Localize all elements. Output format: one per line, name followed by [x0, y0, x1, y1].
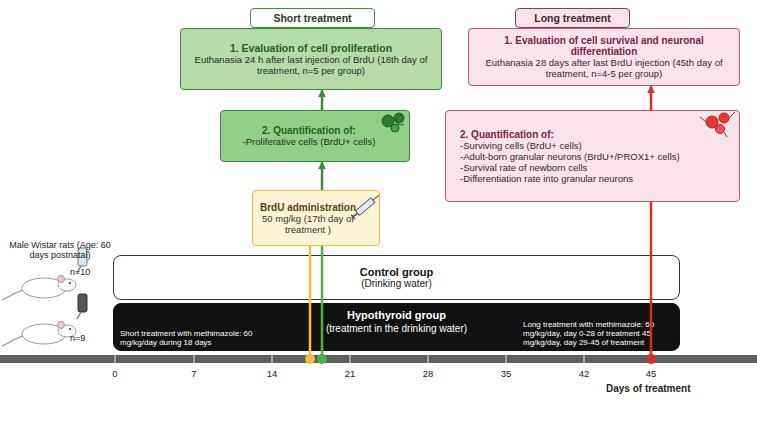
timeline-bar — [0, 355, 757, 363]
axis-tick-label: 14 — [257, 368, 287, 379]
timeline-marker-line — [309, 246, 312, 359]
node-text: 50 mg/kg (17th day of treatment ) — [259, 213, 357, 235]
node-title: Hypothyroid group — [114, 309, 679, 321]
axis-tick-label: 42 — [569, 368, 599, 379]
flow-arrow — [321, 162, 324, 190]
axis-title: Days of treatment — [606, 383, 690, 394]
tick — [583, 355, 585, 363]
node-title: 2. Quantification of: — [262, 125, 356, 136]
process-box: 2. Quantification of:-Surviving cells (B… — [445, 110, 740, 202]
flow-arrow — [321, 90, 324, 110]
rat-ear — [58, 322, 65, 329]
rat-ear — [58, 276, 65, 283]
water-bottle — [78, 294, 87, 312]
process-box: Short treatment — [250, 8, 375, 28]
rat-tail — [2, 336, 24, 346]
group-band: Hypothyroid group(treatment in the drink… — [113, 303, 680, 351]
node-text: Euthanasia 24 h after last injection of … — [194, 54, 429, 76]
rat-illustration — [2, 294, 87, 346]
cell — [382, 115, 394, 127]
flow-arrow — [650, 86, 653, 110]
group-band: Control group(Drinking water) — [113, 255, 680, 300]
tick — [349, 355, 351, 363]
syringe-needle — [373, 195, 379, 200]
timeline-marker-line — [650, 202, 653, 359]
node-title: 1. Evaluation of cell proliferation — [230, 42, 392, 54]
timeline-dot — [305, 354, 315, 364]
tick — [427, 355, 429, 363]
node-title: 1. Evaluation of cell survival and neuro… — [475, 35, 733, 57]
node-title: BrdU administration — [260, 202, 356, 213]
neuron-cells-icon — [700, 112, 735, 137]
node-text: (Drinking water) — [361, 278, 432, 289]
proliferating-cells-icon — [382, 113, 404, 132]
process-box: 1. Evaluation of cell proliferationEutha… — [180, 28, 442, 90]
node-title: 2. Quantification of: — [460, 129, 554, 140]
cell — [716, 125, 725, 134]
node-title: Control group — [360, 266, 433, 278]
tick — [114, 355, 116, 363]
process-box: 2. Quantification of:-Proliferative cell… — [220, 110, 410, 162]
annotation-label: n=9 — [70, 333, 85, 343]
node-text: -Proliferative cells (BrdU+ cells) — [243, 136, 376, 147]
node-title: Long treatment — [534, 12, 610, 24]
cell — [719, 113, 729, 123]
syringe-icon — [351, 193, 381, 219]
node-text: -Differentiation rate into granular neur… — [460, 173, 633, 184]
cycle-arrow — [396, 115, 404, 125]
timeline-ticks — [115, 355, 584, 363]
bottle-spout — [77, 312, 81, 319]
rat-tail — [2, 290, 24, 300]
axis-tick-label: 35 — [491, 368, 521, 379]
cell — [391, 124, 399, 132]
node-text: -Survival rate of newborn cells — [460, 162, 587, 173]
cell — [394, 113, 404, 123]
axis-tick-label: 28 — [413, 368, 443, 379]
tick — [271, 355, 273, 363]
axis-tick-label: 7 — [179, 368, 209, 379]
annotation-label: Male Wistar rats (Age: 60 days postnatal… — [0, 240, 120, 260]
timeline-marker-line — [321, 246, 324, 359]
timeline-dot — [317, 354, 327, 364]
process-box: Long treatment — [515, 8, 630, 28]
axis-tick-label: 0 — [100, 368, 130, 379]
syringe-plunger — [351, 215, 355, 220]
process-box: BrdU administration50 mg/kg (17th day of… — [252, 190, 380, 246]
timeline-dot — [646, 354, 656, 364]
connector-layer — [322, 86, 651, 190]
axis-tick-label: 21 — [335, 368, 365, 379]
cell — [706, 116, 718, 128]
rat-eye — [69, 282, 71, 284]
tick — [505, 355, 507, 363]
syringe-barrel — [356, 198, 375, 215]
annotation-label: n=10 — [70, 267, 90, 277]
tick — [193, 355, 195, 363]
node-text: Short treatment with methimazole: 60 mg/… — [120, 329, 260, 347]
syringe-plunger — [353, 213, 358, 217]
process-box: 1. Evaluation of cell survival and neuro… — [468, 28, 740, 86]
node-title: Short treatment — [273, 12, 351, 24]
cell-process — [700, 112, 735, 137]
node-text: Long treatment with methimazole: 60 mg/k… — [523, 320, 673, 347]
node-text: -Surviving cells (BrdU+ cells) — [460, 140, 582, 151]
node-text: Euthanasia 28 days after last BrdU injec… — [482, 57, 727, 79]
node-text: -Adult-born granular neurons (BrdU+/PROX… — [460, 151, 680, 162]
rat-eye — [69, 328, 71, 330]
axis-tick-label: 45 — [636, 368, 666, 379]
